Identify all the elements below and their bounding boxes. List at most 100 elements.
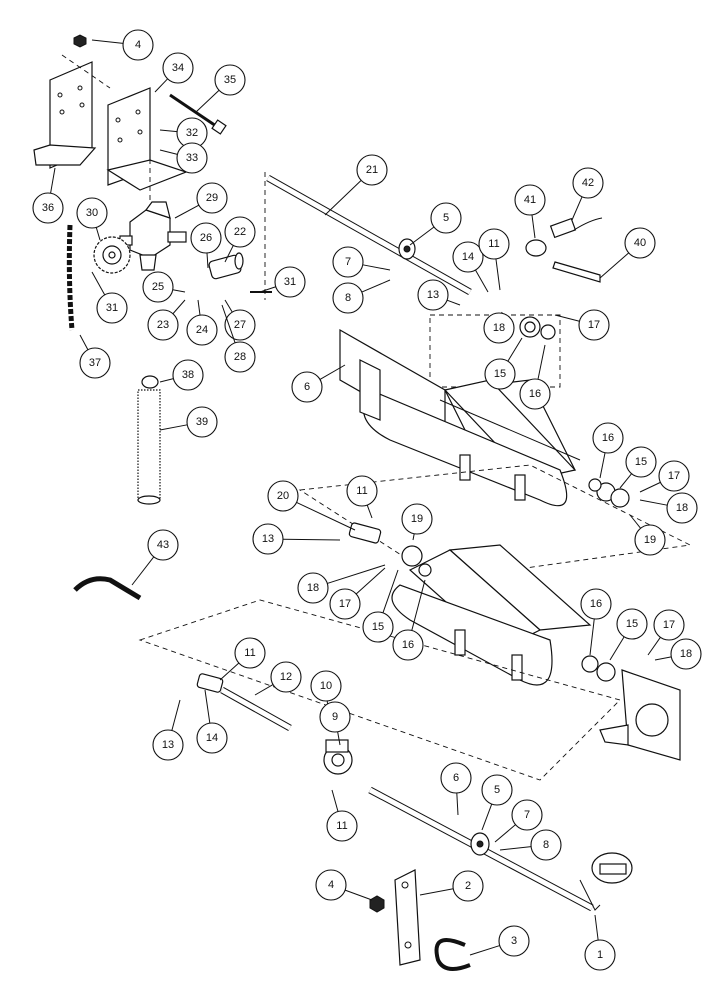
callout-number: 15 <box>635 456 647 468</box>
callout-number: 30 <box>86 207 98 219</box>
callout-number: 1 <box>597 949 603 961</box>
callout-leader <box>619 473 632 489</box>
callout-leader <box>337 731 341 746</box>
callout-number: 8 <box>543 839 549 851</box>
nut-lower <box>369 895 385 913</box>
bearing-right-upper <box>588 478 630 508</box>
callout-number: 10 <box>320 680 332 692</box>
callout-leader <box>221 304 236 343</box>
auger-housing-middle <box>391 544 592 686</box>
callout-balloon: 13 <box>417 279 449 311</box>
callout-leader <box>355 567 386 595</box>
callout-balloon: 7 <box>511 799 543 831</box>
callout-number: 16 <box>590 598 602 610</box>
callout-leader <box>195 89 220 113</box>
callout-leader <box>172 289 186 293</box>
callout-balloon: 11 <box>346 475 378 507</box>
callout-number: 36 <box>42 202 54 214</box>
callout-balloon: 31 <box>96 292 128 324</box>
callout-balloon: 14 <box>196 722 228 754</box>
callout-leader <box>282 538 341 541</box>
callout-leader <box>382 569 399 614</box>
callout-number: 17 <box>588 319 600 331</box>
callout-balloon: 19 <box>634 524 666 556</box>
callout-balloon: 18 <box>666 492 698 524</box>
callout-number: 16 <box>402 639 414 651</box>
callout-leader <box>647 637 661 656</box>
callout-balloon: 5 <box>481 774 513 806</box>
callout-leader <box>362 264 391 271</box>
callout-number: 42 <box>582 177 594 189</box>
callout-number: 9 <box>332 711 338 723</box>
callout-leader <box>639 499 668 506</box>
sprocket <box>93 236 131 274</box>
callout-balloon: 16 <box>580 588 612 620</box>
callout-leader <box>409 226 435 246</box>
callout-number: 15 <box>494 368 506 380</box>
right-angle-gearbox <box>119 201 187 271</box>
callout-balloon: 15 <box>616 608 648 640</box>
callout-leader <box>172 299 186 315</box>
callout-number: 16 <box>602 432 614 444</box>
callout-number: 13 <box>427 289 439 301</box>
callout-number: 37 <box>89 357 101 369</box>
callout-balloon: 17 <box>658 460 690 492</box>
callout-leader <box>475 269 489 293</box>
callout-number: 18 <box>307 582 319 594</box>
callout-number: 38 <box>182 369 194 381</box>
callout-leader <box>319 364 346 380</box>
callout-balloon: 3 <box>498 925 530 957</box>
callout-balloon: 33 <box>176 142 208 174</box>
callout-balloon: 2 <box>452 870 484 902</box>
callout-leader <box>537 344 546 380</box>
callout-number: 15 <box>372 621 384 633</box>
callout-balloon: 8 <box>332 282 364 314</box>
callout-leader <box>50 167 56 194</box>
callout-balloon: 34 <box>162 52 194 84</box>
mounting-bracket-right <box>106 87 188 191</box>
callout-number: 22 <box>234 226 246 238</box>
callout-balloon: 24 <box>186 314 218 346</box>
bearing-flange-lower <box>470 832 490 856</box>
callout-leader <box>571 196 583 221</box>
callout-leader <box>599 252 630 279</box>
callout-balloon: 27 <box>224 309 256 341</box>
callout-balloon: 38 <box>172 359 204 391</box>
callout-leader <box>95 227 101 241</box>
callout-leader <box>412 533 415 541</box>
callout-leader <box>361 279 391 293</box>
callout-balloon: 17 <box>653 609 685 641</box>
callout-leader <box>174 204 200 219</box>
long-bolt <box>169 93 227 135</box>
callout-leader <box>495 258 501 291</box>
callout-balloon: 16 <box>392 629 424 661</box>
callout-leader <box>469 945 500 956</box>
callout-balloon: 11 <box>326 810 358 842</box>
callout-balloon: 14 <box>452 241 484 273</box>
drive-chain <box>66 224 75 331</box>
callout-leader <box>331 789 339 812</box>
callout-leader <box>296 501 356 531</box>
callout-number: 32 <box>186 127 198 139</box>
callout-balloon: 39 <box>186 406 218 438</box>
callout-leader <box>494 824 516 843</box>
crank-handle-43 <box>73 576 142 601</box>
callout-balloon: 17 <box>329 588 361 620</box>
callout-number: 14 <box>462 251 474 263</box>
coupler-14-lower <box>196 673 224 693</box>
callout-number: 6 <box>453 772 459 784</box>
shaft-coupler-41 <box>525 239 547 257</box>
rod-40 <box>552 261 601 283</box>
callout-number: 41 <box>524 194 536 206</box>
callout-balloon: 19 <box>401 503 433 535</box>
callout-number: 7 <box>524 809 530 821</box>
callout-balloon: 15 <box>362 611 394 643</box>
callout-leader <box>224 245 234 263</box>
callout-balloon: 18 <box>297 572 329 604</box>
callout-number: 43 <box>157 539 169 551</box>
callout-balloon: 15 <box>625 446 657 478</box>
callout-balloon: 16 <box>592 422 624 454</box>
bearing-right-middle <box>581 655 616 682</box>
callout-number: 4 <box>135 39 141 51</box>
callout-balloon: 20 <box>267 480 299 512</box>
